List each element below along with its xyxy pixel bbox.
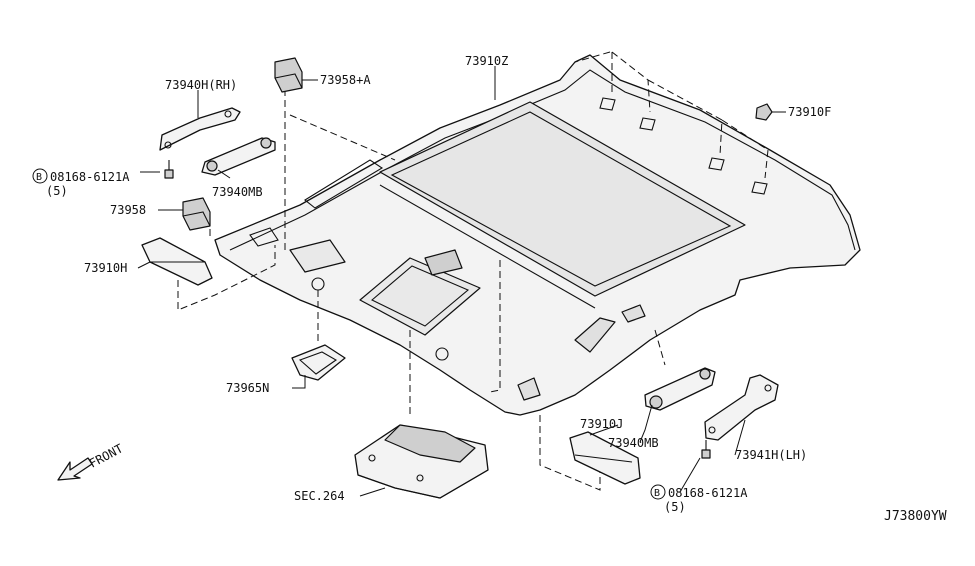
label-bolt-bottom: 08168-6121A [668,486,748,500]
sunvisor-rh [141,237,213,286]
label-grip-bracket-rh: 73940H(RH) [165,78,237,92]
label-headlining: 73910Z [465,54,508,68]
bolt-symbol-text: B [36,172,42,183]
map-lamp-assembly [354,424,489,499]
label-clip-a: 73958+A [320,73,371,87]
sunvisor-lh [569,431,641,485]
front-indicator: FRONT [57,441,125,481]
assist-grip-top [201,137,276,176]
bracket-73910f [755,103,773,121]
headlining-panel [214,54,861,416]
bolt-symbol-icon [650,484,666,500]
label-sunvisor-lh: 73910J [580,417,623,431]
bolt-callout-bottom: B 08168-6121A (5) [650,484,748,514]
label-sunvisor-rh: 73910H [84,261,127,275]
dashed-guides [177,51,769,491]
label-cover: 73965N [226,381,269,395]
label-bolt-top-qty: (5) [46,184,68,198]
label-front: FRONT [87,441,125,470]
label-grip-bracket-lh: 73941H(LH) [735,448,807,462]
cover-73965n [291,344,346,381]
bolt-callout-top: B 08168-6121A (5) [32,168,130,198]
label-grip-bottom: 73940MB [608,436,659,450]
grip-bracket-rh [159,107,241,151]
label-clip: 73958 [110,203,146,217]
grip-bracket-lh [704,374,779,441]
diagram-code: J73800YW [884,509,947,524]
label-bolt-bottom-qty: (5) [664,500,686,514]
clip-73958-a [274,57,303,93]
leader-lines [137,66,786,497]
clip-73958 [182,197,211,231]
front-arrow-icon [57,457,93,481]
labels: 73910Z 73940H(RH) 73958+A B 08168-6121A … [32,54,947,524]
label-sec: SEC.264 [294,489,345,503]
assist-grip-bottom [644,367,716,411]
bolt-top [164,160,174,179]
bolt-symbol-icon [32,168,48,184]
label-bracket-f: 73910F [788,105,831,119]
bolt-bottom [701,440,711,459]
label-grip-top: 73940MB [212,185,263,199]
bolt-symbol-text: B [654,488,660,499]
label-bolt-top: 08168-6121A [50,170,130,184]
